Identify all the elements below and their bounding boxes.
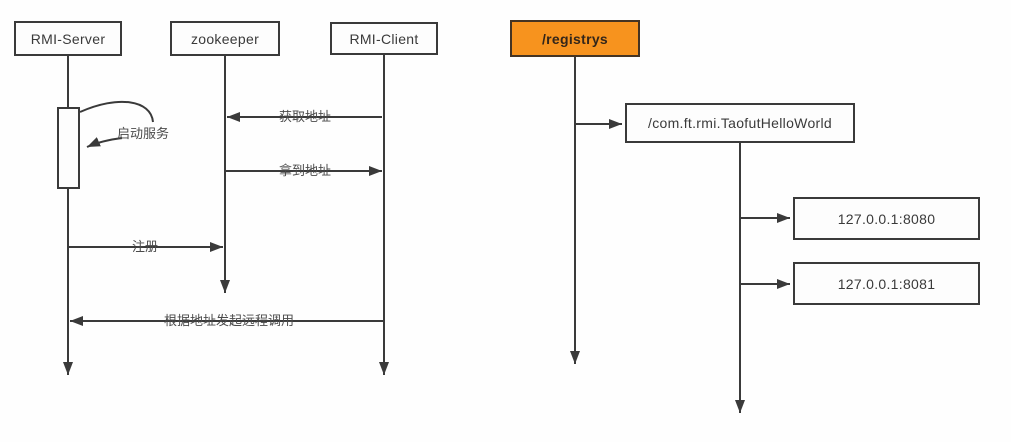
node-registrys-root: /registrys — [510, 20, 640, 57]
node-address-8080: 127.0.0.1:8080 — [793, 197, 980, 240]
label-get-address: 获取地址 — [278, 109, 331, 124]
node-rmi-server: RMI-Server — [14, 21, 122, 56]
node-rmi-client: RMI-Client — [330, 22, 438, 55]
label-remote-call: 根据地址发起远程调用 — [163, 313, 294, 328]
self-message-curve — [79, 100, 154, 123]
node-service-path: /com.ft.rmi.TaofutHelloWorld — [625, 103, 855, 143]
label-start-service: 启动服务 — [116, 126, 169, 141]
label-got-address: 拿到地址 — [278, 163, 331, 178]
node-zookeeper: zookeeper — [170, 21, 280, 56]
label-register: 注册 — [131, 239, 158, 254]
activation-bar — [57, 107, 80, 189]
node-address-8081: 127.0.0.1:8081 — [793, 262, 980, 305]
self-message-arrow — [86, 137, 123, 148]
